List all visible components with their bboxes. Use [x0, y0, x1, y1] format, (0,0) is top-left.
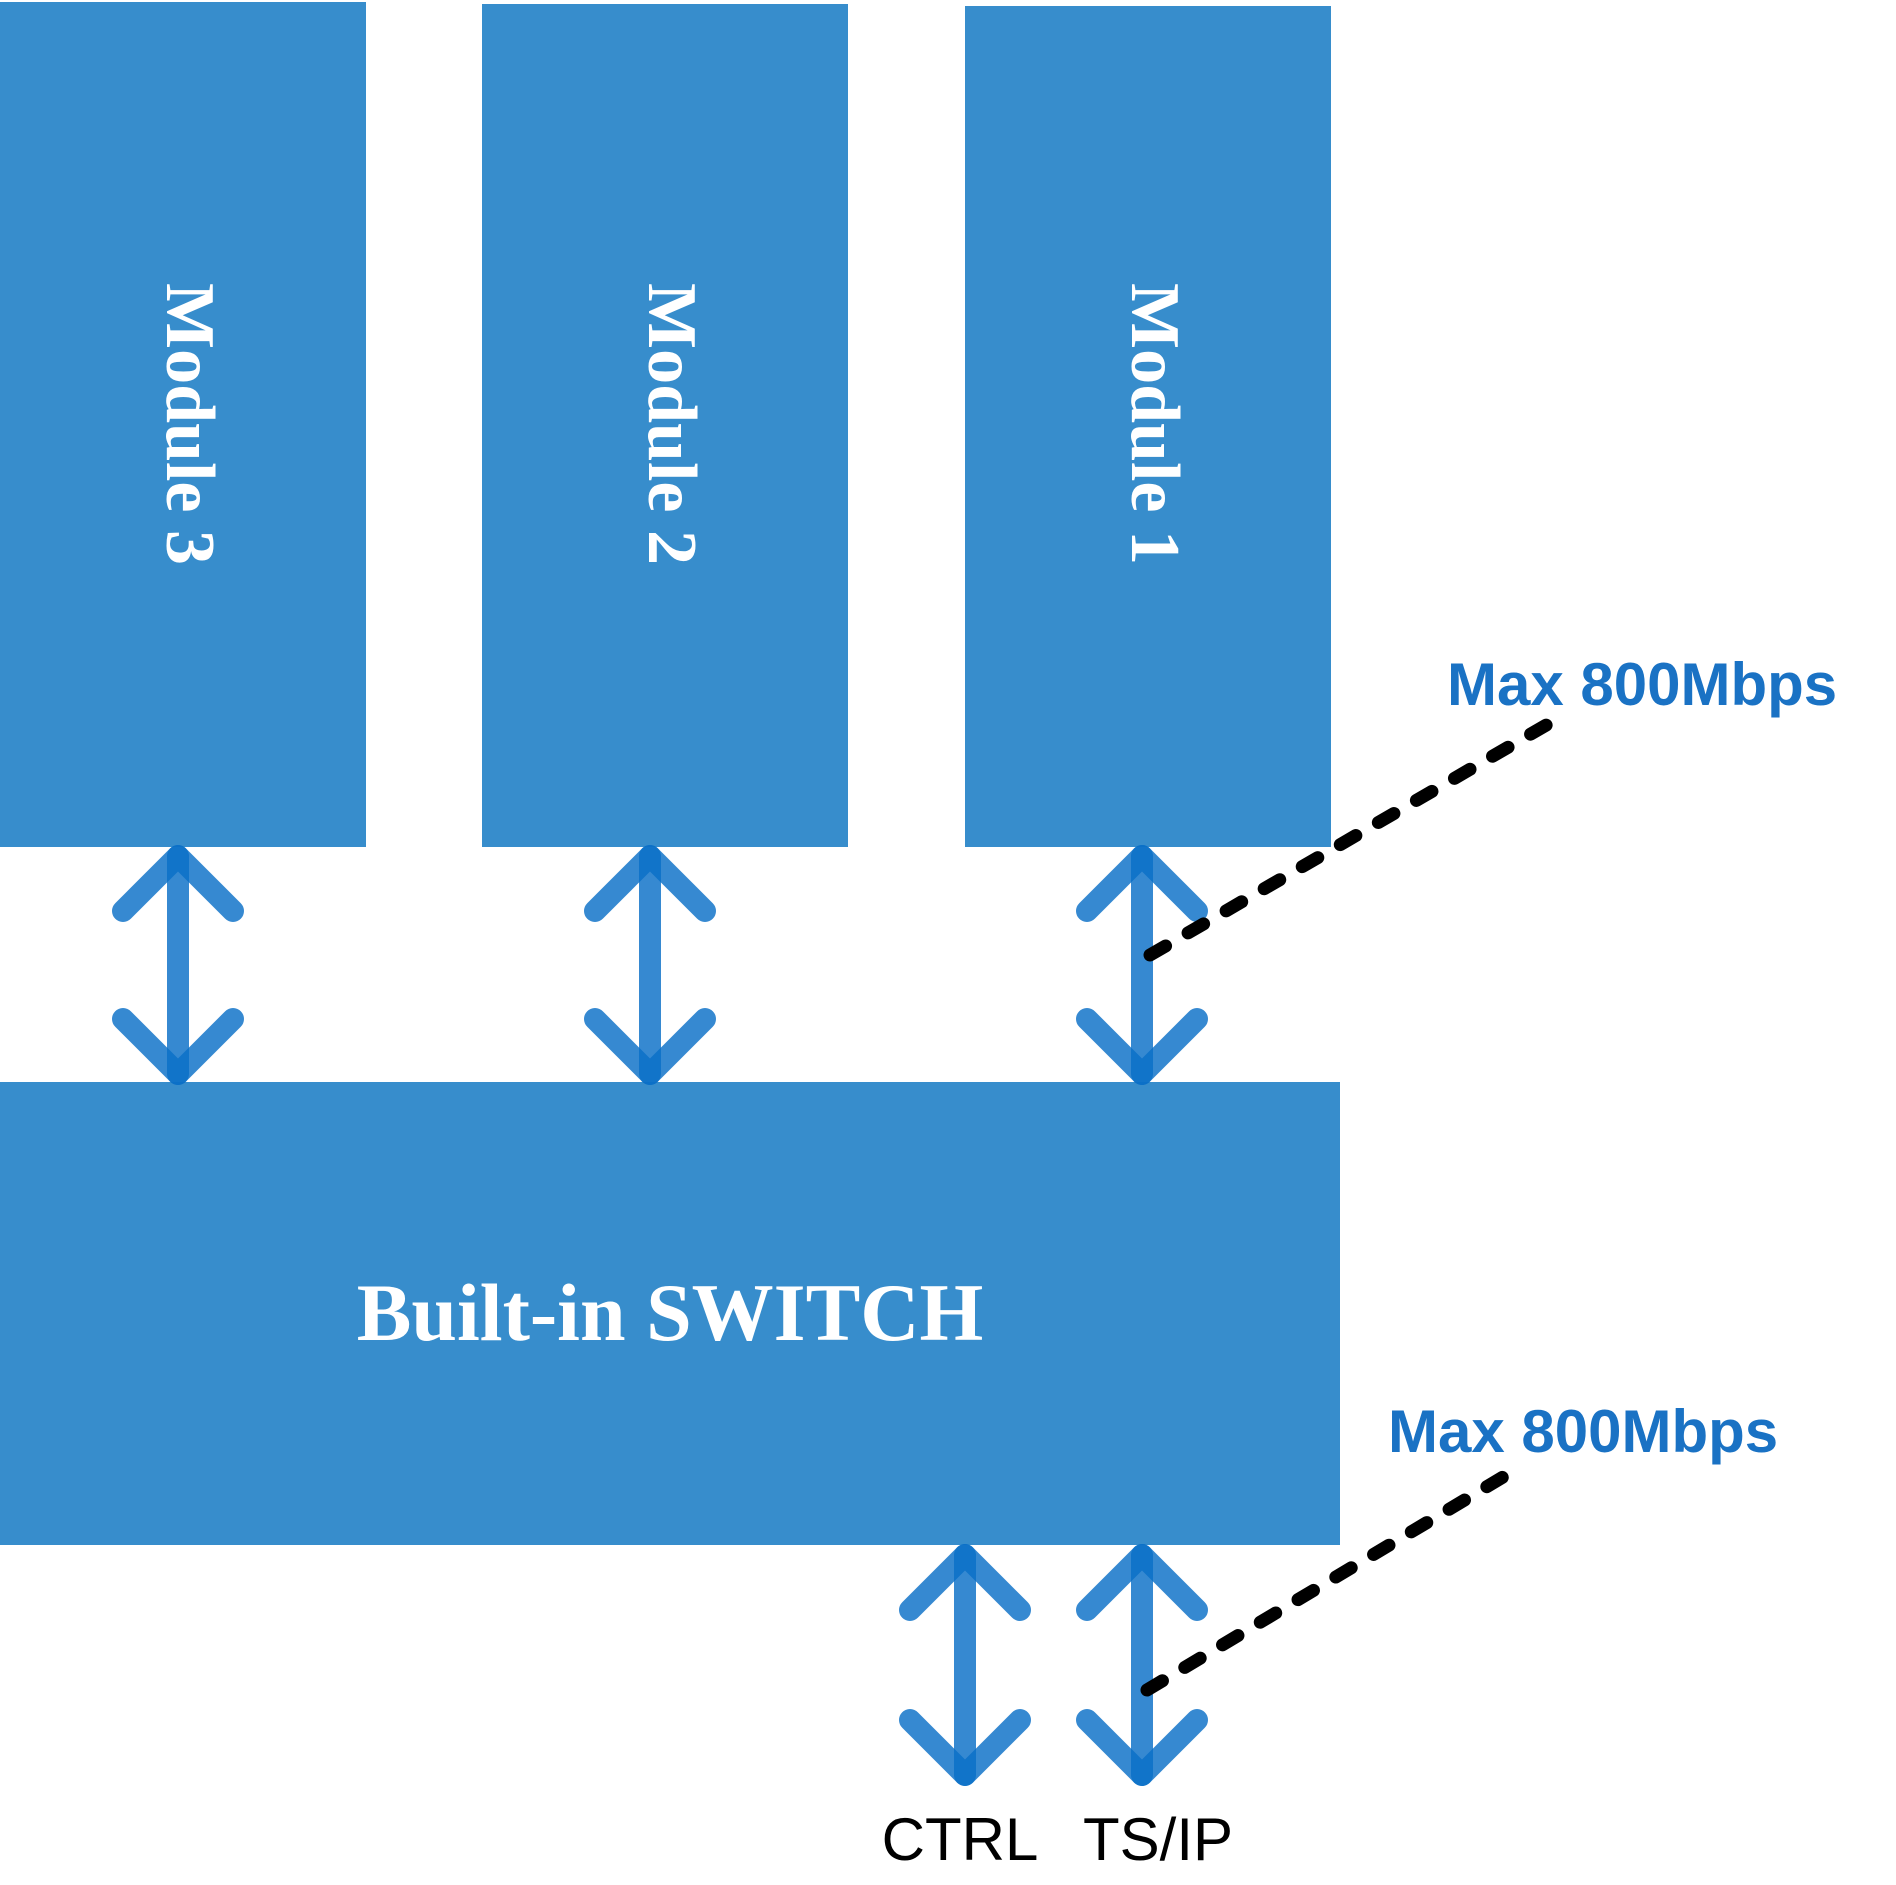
rate-leader-line-lower [1140, 1467, 1515, 1697]
arrow-head-up-icon [899, 1544, 1031, 1621]
rate-label-upper: Max 800Mbps [1447, 651, 1837, 718]
ctrl-port-arrow [899, 1544, 1031, 1786]
module-3-switch-arrow [112, 845, 244, 1085]
arrow-head-up-icon [1076, 845, 1208, 922]
arrow-head-up-icon [112, 845, 244, 922]
arrow-head-down-icon [1076, 1008, 1208, 1085]
arrow-head-up-icon [1076, 1544, 1208, 1621]
rate-leader-line-upper [1143, 713, 1562, 962]
module-1-switch-arrow [1076, 845, 1208, 1085]
arrow-head-down-icon [584, 1008, 716, 1085]
module-1-label: Module 1 [1116, 283, 1193, 565]
module-3-block: Module 3 [0, 2, 366, 847]
arrow-head-down-icon [899, 1709, 1031, 1786]
tsip-port-arrow [1076, 1544, 1208, 1786]
tsip-port-label: TS/IP [1083, 1806, 1233, 1873]
module-2-block: Module 2 [482, 4, 848, 847]
module-2-label: Module 2 [633, 283, 710, 565]
module-1-block: Module 1 [965, 6, 1331, 847]
arrow-head-up-icon [584, 845, 716, 922]
rate-label-lower: Max 800Mbps [1388, 1398, 1778, 1465]
switch-block: Built-in SWITCH [0, 1082, 1340, 1545]
switch-label: Built-in SWITCH [357, 1267, 984, 1358]
ctrl-port-label: CTRL [882, 1806, 1039, 1873]
module-3-label: Module 3 [151, 283, 228, 565]
arrow-head-down-icon [1076, 1709, 1208, 1786]
arrow-head-down-icon [112, 1008, 244, 1085]
module-2-switch-arrow [584, 845, 716, 1085]
